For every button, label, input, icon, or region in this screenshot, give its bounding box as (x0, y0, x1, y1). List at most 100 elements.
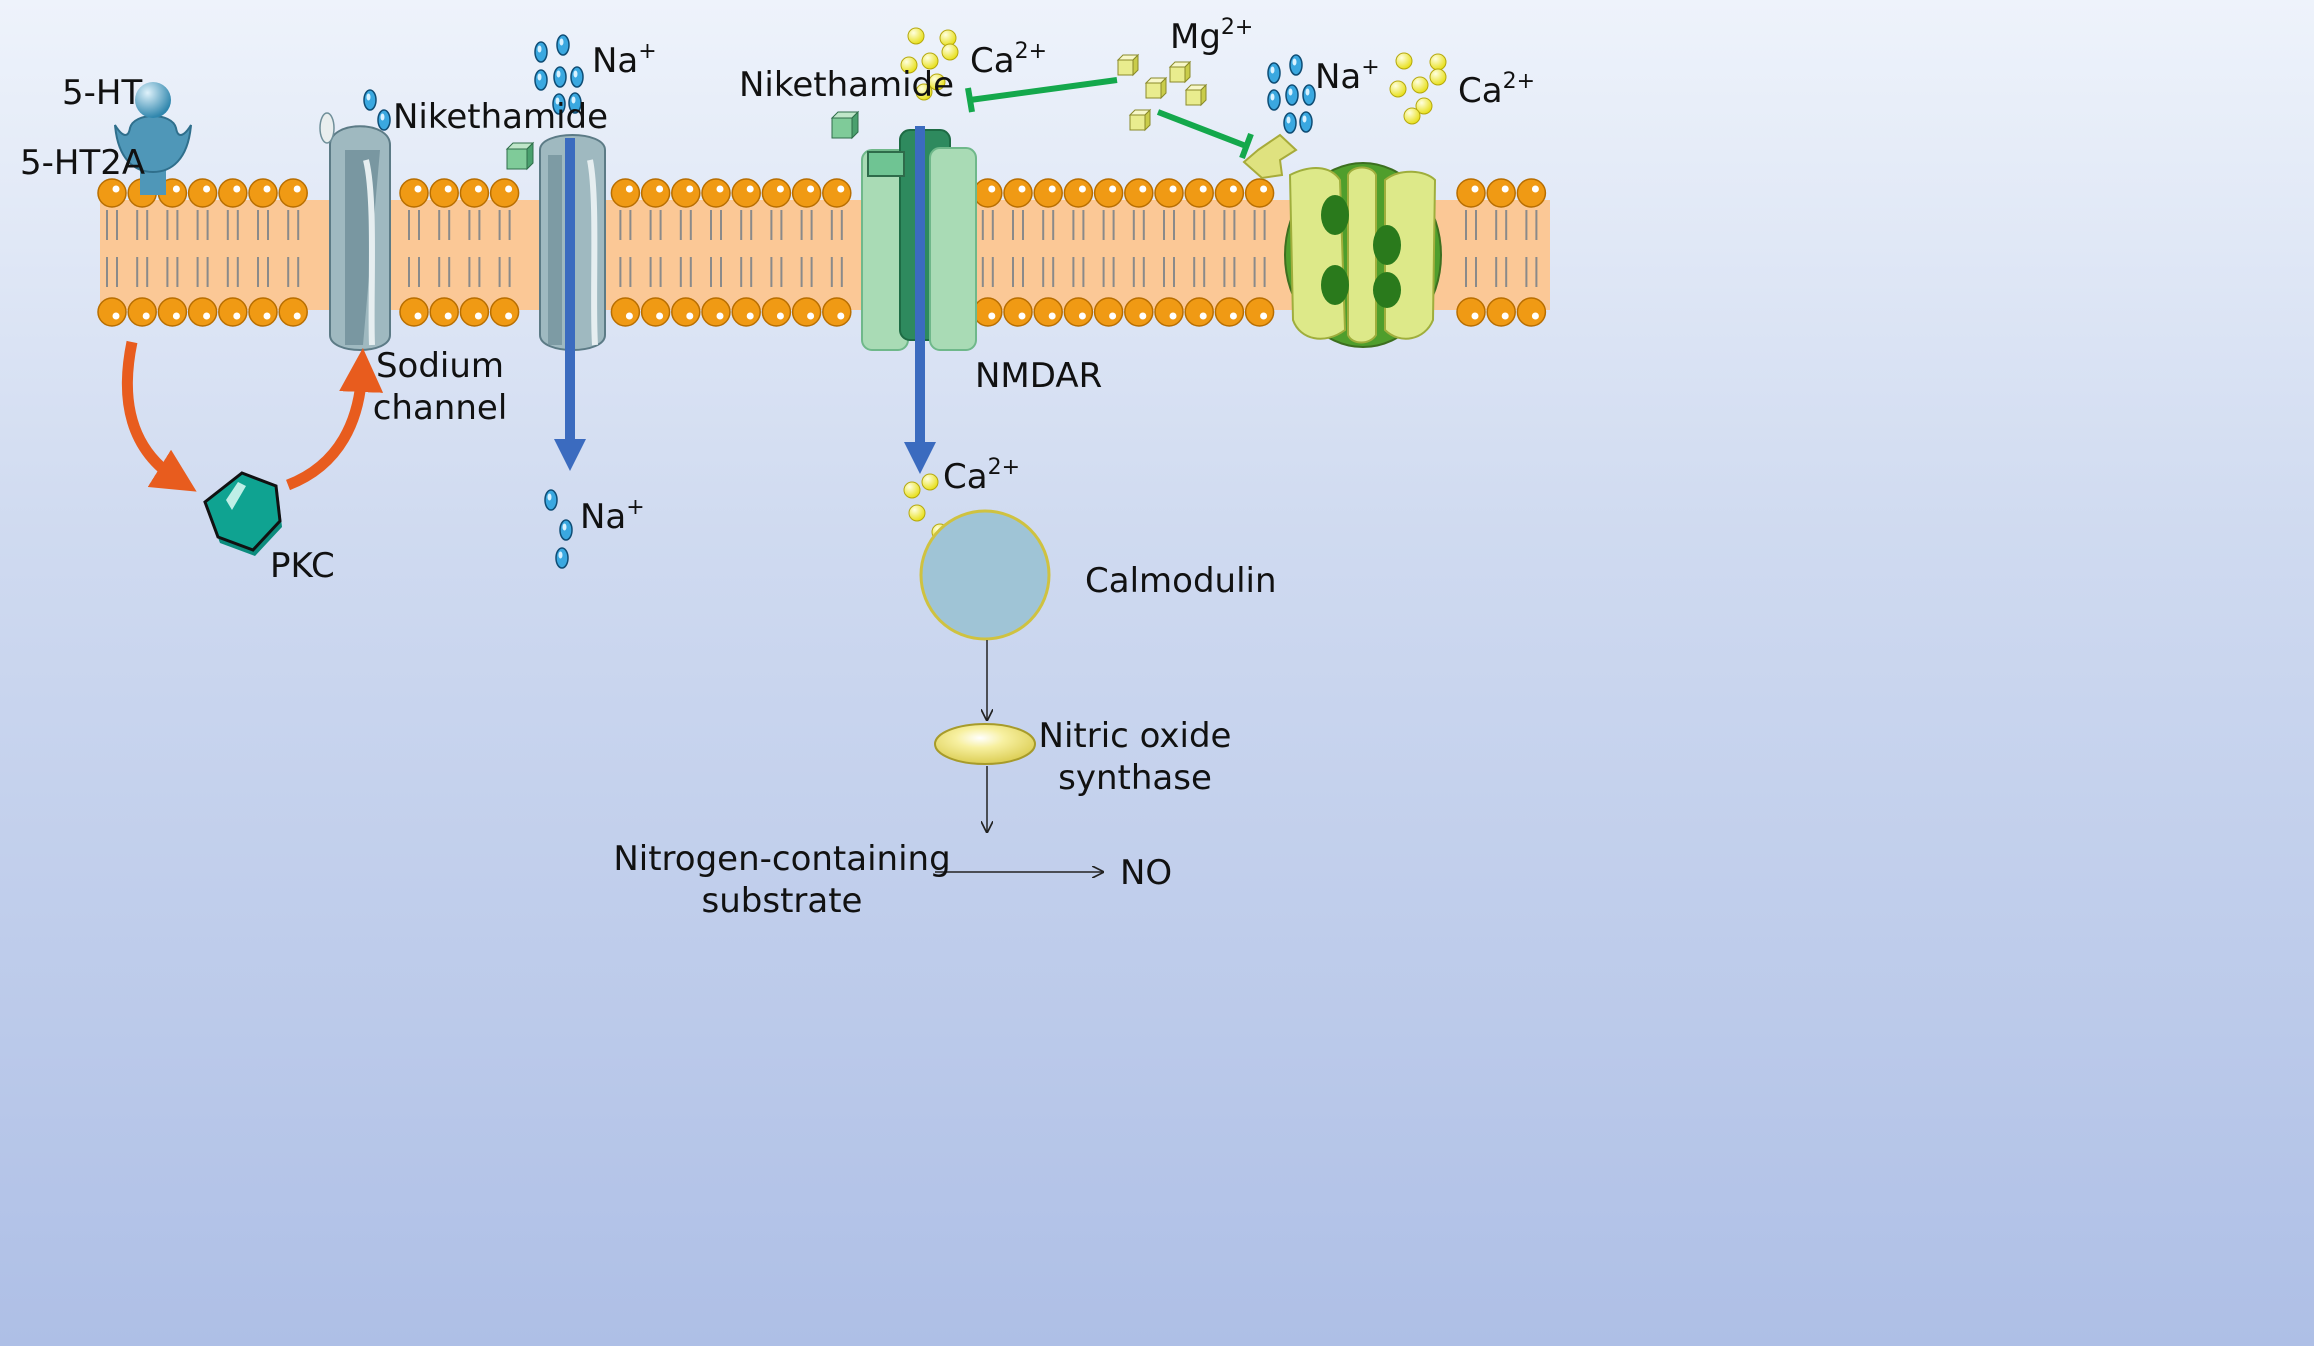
lipid-tails (106, 210, 1538, 287)
na-ion-highlight (537, 73, 542, 81)
lipid-tail (981, 257, 994, 287)
ca-ion (903, 481, 921, 499)
lipid-head-highlight (1260, 185, 1268, 193)
lipid-tail (1223, 210, 1236, 240)
lipid-head (701, 178, 731, 208)
lipid-head (1244, 297, 1275, 327)
lipid-head (671, 297, 701, 327)
label-na-right: Na+ (1315, 55, 1380, 98)
lipid-tail (106, 257, 118, 287)
lipid-head-highlight (716, 312, 724, 320)
lipid-head (1033, 297, 1063, 327)
lipid-head-highlight (837, 185, 845, 193)
na-ion-highlight (1288, 88, 1293, 96)
na-ion (534, 69, 548, 91)
lipid-head-highlight (1048, 312, 1056, 320)
lipid-head-highlight (1169, 312, 1177, 320)
lipid-tail (800, 210, 813, 240)
lipid-head-highlight (263, 185, 271, 193)
na-ion-highlight (1302, 115, 1307, 123)
na-ion-highlight (571, 96, 576, 104)
lipid-head-highlight (1139, 185, 1147, 193)
mg-cube-front (1117, 59, 1134, 76)
label-ca-right: Ca2+ (1458, 69, 1536, 112)
lipid-head (1003, 178, 1033, 208)
ca-ion (941, 43, 959, 61)
na-ion-highlight (562, 523, 567, 531)
mg-ion (1144, 76, 1168, 100)
lipid-tail (1132, 210, 1145, 240)
lipid-tail (1193, 210, 1206, 240)
lipid-head (822, 178, 852, 208)
cation-channel (1242, 133, 1442, 348)
lipid-head (459, 297, 490, 327)
lipid-head-highlight (263, 312, 271, 320)
na-ion (1285, 84, 1299, 106)
lipid-tail (1102, 210, 1115, 240)
lipid-head-highlight (414, 185, 422, 193)
lipid-head (157, 297, 188, 327)
na-ion-highlight (1270, 93, 1275, 101)
na-ion (544, 489, 558, 511)
lipid-tail (1163, 257, 1175, 287)
lipid-head-highlight (1260, 312, 1268, 320)
na-ion (1299, 111, 1313, 133)
lipid-head-highlight (1229, 185, 1237, 193)
lipid-head-highlight (686, 185, 694, 193)
lipid-head-highlight (776, 312, 784, 320)
lipid-tail (166, 210, 179, 240)
label-nikethamide-right: Nikethamide (739, 65, 955, 105)
lipid-head (429, 297, 459, 327)
mg-ions (1116, 53, 1208, 132)
lipid-head (1244, 178, 1275, 208)
ca-ion (1395, 52, 1413, 70)
na-ion (1267, 62, 1281, 84)
label-ca-inside: Ca2+ (943, 455, 1021, 498)
na-ion (363, 89, 377, 111)
lipid-head (1516, 178, 1547, 208)
lipid-head-highlight (1078, 185, 1086, 193)
ca-ion (921, 473, 939, 491)
na-ion (555, 547, 569, 569)
lipid-head (761, 178, 792, 208)
lipid-tail (710, 257, 722, 287)
lipid-head (429, 178, 459, 208)
ca-ion (921, 52, 939, 70)
lipid-head (399, 297, 429, 327)
lipid-tail (1465, 257, 1477, 287)
label-na-top: Na+ (592, 39, 657, 82)
lipid-head (701, 297, 731, 327)
lipid-tail (226, 210, 239, 240)
lipid-tail (106, 210, 118, 240)
lipid-head-highlight (112, 185, 120, 193)
lipid-head-highlight (1501, 185, 1509, 193)
lipid-tail (619, 257, 632, 287)
ca-ion (900, 56, 918, 74)
lipid-tail (166, 257, 179, 287)
lipid-head-highlight (1078, 312, 1086, 320)
lipid-head-highlight (716, 185, 724, 193)
label-5ht2a: 5-HT2A (20, 143, 146, 183)
lipid-tail (770, 257, 783, 287)
lipid-head (791, 297, 822, 327)
lipid-head-highlight (474, 185, 482, 193)
lipid-tail (468, 210, 481, 240)
lipid-tail (468, 257, 481, 287)
lipid-head (187, 178, 218, 208)
lipid-tail (438, 257, 451, 287)
label-calmodulin: Calmodulin (1085, 561, 1277, 601)
activation-arrow-to-channel (285, 348, 384, 491)
lipid-head (459, 178, 490, 208)
lipid-head-highlight (172, 312, 180, 320)
lipid-head (1154, 297, 1184, 327)
lipid-head (640, 178, 671, 208)
mg-ion (1168, 60, 1192, 84)
lipid-head (489, 297, 520, 327)
lipid-tail (1193, 257, 1206, 287)
mg-cube-front (1185, 89, 1202, 106)
na-ion-highlight (1286, 116, 1291, 124)
lipid-tail (1495, 257, 1508, 287)
activation-arrow-to-pkc (121, 340, 197, 492)
lipid-tail (1223, 257, 1236, 287)
